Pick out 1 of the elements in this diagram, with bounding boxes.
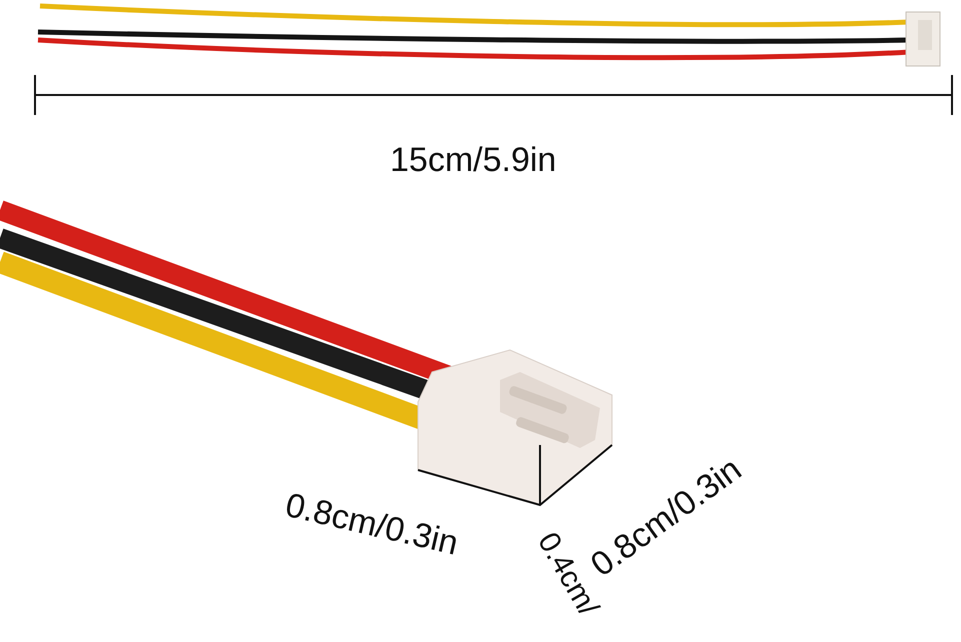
dimension-label: 15cm/5.9in (390, 143, 556, 177)
